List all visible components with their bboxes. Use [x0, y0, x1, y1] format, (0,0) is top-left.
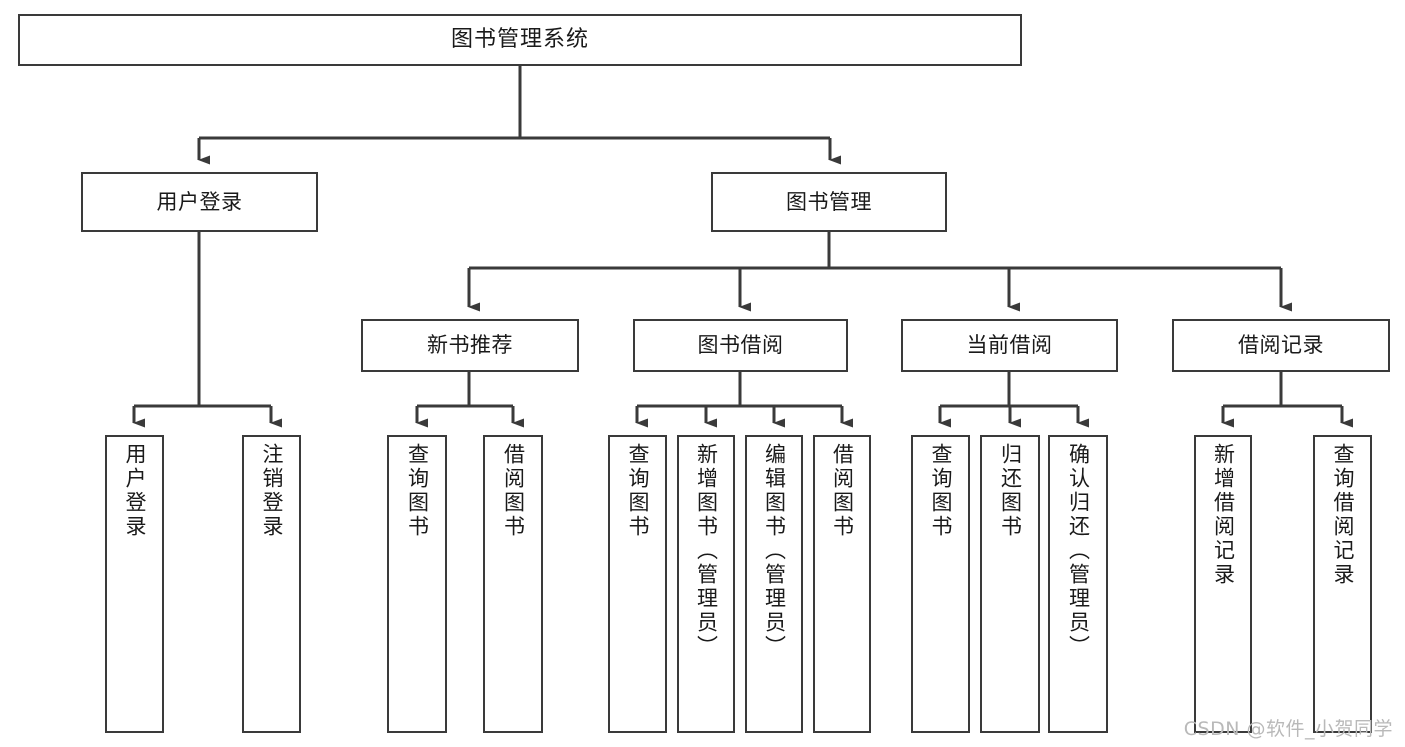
node-leaf-query-borrow-record-label: 查询借阅记录 — [1331, 443, 1355, 587]
node-leaf-query-book-current-label: 查询图书 — [929, 443, 953, 539]
node-current-borrow-label: 当前借阅 — [966, 333, 1053, 358]
node-leaf-query-book-current[interactable]: 查询图书 — [911, 435, 970, 733]
node-leaf-user-login[interactable]: 用户登录 — [105, 435, 164, 733]
node-leaf-add-book-admin[interactable]: 新增图书（管理员） — [677, 435, 735, 733]
node-leaf-query-borrow-record[interactable]: 查询借阅记录 — [1313, 435, 1372, 733]
node-leaf-borrow-book[interactable]: 借阅图书 — [813, 435, 871, 733]
node-root-label: 图书管理系统 — [450, 27, 589, 53]
node-new-book-recommend[interactable]: 新书推荐 — [361, 319, 579, 372]
node-leaf-logout-label: 注销登录 — [260, 443, 284, 539]
node-leaf-query-book-rec-label: 查询图书 — [405, 443, 430, 539]
node-leaf-edit-book-admin[interactable]: 编辑图书（管理员） — [745, 435, 803, 733]
node-book-borrow-label: 图书借阅 — [697, 333, 784, 358]
watermark-text: CSDN @软件_小贺同学 — [1183, 718, 1393, 740]
node-current-borrow[interactable]: 当前借阅 — [901, 319, 1118, 372]
node-borrow-record[interactable]: 借阅记录 — [1172, 319, 1390, 372]
node-leaf-return-book[interactable]: 归还图书 — [980, 435, 1040, 733]
node-leaf-user-login-label: 用户登录 — [123, 443, 147, 539]
node-leaf-confirm-return-admin-label: 确认归还（管理员） — [1066, 443, 1091, 659]
node-leaf-confirm-return-admin[interactable]: 确认归还（管理员） — [1048, 435, 1108, 733]
node-book-manage-label: 图书管理 — [786, 189, 872, 214]
node-root[interactable]: 图书管理系统 — [18, 14, 1022, 66]
node-leaf-query-book-rec[interactable]: 查询图书 — [387, 435, 447, 733]
node-leaf-query-book-borrow[interactable]: 查询图书 — [608, 435, 667, 733]
node-borrow-record-label: 借阅记录 — [1238, 333, 1324, 358]
node-leaf-add-book-admin-label: 新增图书（管理员） — [694, 443, 719, 659]
node-new-book-recommend-label: 新书推荐 — [427, 333, 513, 358]
node-leaf-edit-book-admin-label: 编辑图书（管理员） — [762, 443, 787, 659]
node-leaf-add-borrow-record-label: 新增借阅记录 — [1211, 443, 1236, 587]
node-leaf-borrow-book-rec[interactable]: 借阅图书 — [483, 435, 543, 733]
node-book-borrow[interactable]: 图书借阅 — [633, 319, 848, 372]
node-leaf-return-book-label: 归还图书 — [998, 443, 1023, 539]
node-leaf-borrow-book-rec-label: 借阅图书 — [501, 443, 526, 539]
node-leaf-logout[interactable]: 注销登录 — [242, 435, 301, 733]
node-leaf-query-book-borrow-label: 查询图书 — [626, 443, 650, 539]
node-user-login[interactable]: 用户登录 — [81, 172, 318, 232]
node-book-manage[interactable]: 图书管理 — [711, 172, 947, 232]
node-leaf-add-borrow-record[interactable]: 新增借阅记录 — [1194, 435, 1252, 733]
node-user-login-label: 用户登录 — [156, 189, 243, 214]
node-leaf-borrow-book-label: 借阅图书 — [830, 443, 855, 539]
